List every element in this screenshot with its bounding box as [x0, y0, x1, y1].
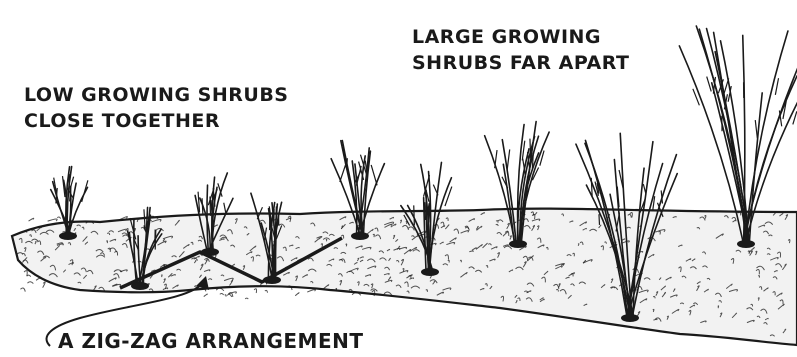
large-growing-label: LARGE GROWING SHRUBS FAR APART	[412, 24, 630, 76]
low-growing-line-2: CLOSE TOGETHER	[24, 108, 288, 134]
ground-bed	[12, 209, 797, 345]
low-growing-line-1: LOW GROWING SHRUBS	[24, 82, 288, 108]
large-growing-line-2: SHRUBS FAR APART	[412, 50, 630, 76]
low-growing-label: LOW GROWING SHRUBS CLOSE TOGETHER	[24, 82, 288, 134]
large-growing-line-1: LARGE GROWING	[412, 24, 630, 50]
zigzag-caption: A ZIG-ZAG ARRANGEMENT	[58, 326, 363, 356]
